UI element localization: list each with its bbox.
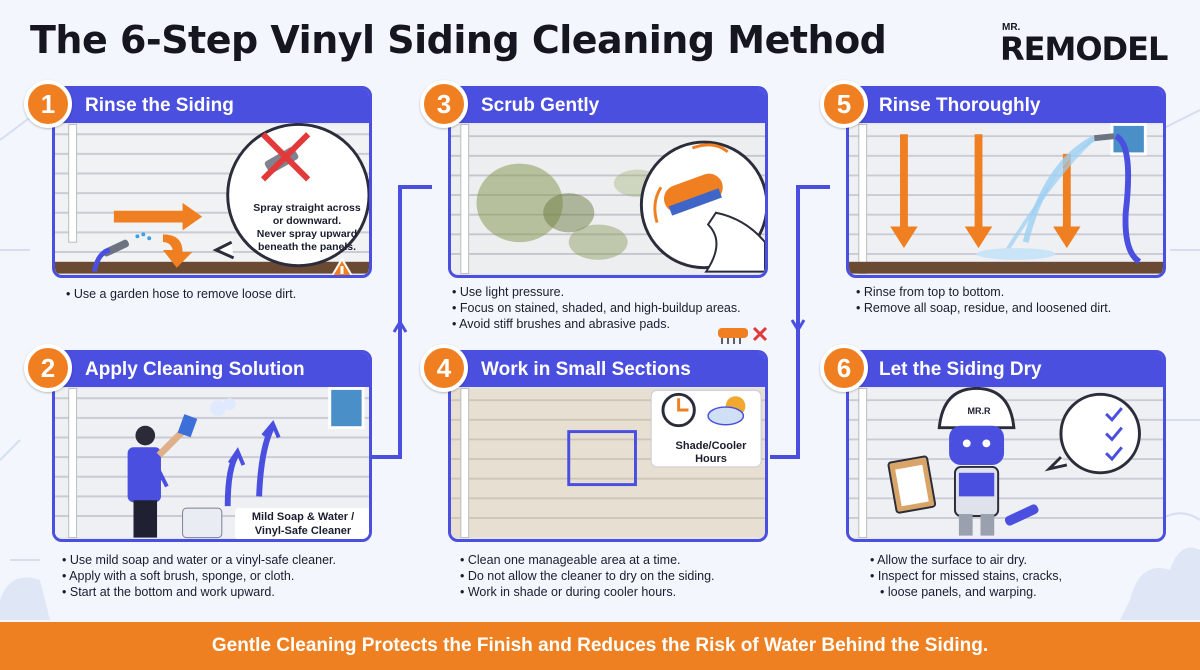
bullet-item: Apply with a soft brush, sponge, or clot… — [62, 568, 372, 584]
bullet-item: Avoid stiff brushes and abrasive pads. — [452, 316, 772, 332]
step-3-badge: 3 — [420, 80, 468, 128]
step-5-badge: 5 — [820, 80, 868, 128]
step-1-heading: Rinse the Siding — [55, 89, 369, 123]
bullet-item: Inspect for missed stains, cracks, — [870, 568, 1170, 584]
step-4-heading: Work in Small Sections — [451, 353, 765, 387]
bullet-item: Use a garden hose to remove loose dirt. — [66, 286, 366, 302]
bullet-item: Rinse from top to bottom. — [856, 284, 1166, 300]
step-2-solution-label: Mild Soap & Water / Vinyl-Safe Cleaner — [235, 508, 369, 539]
step-2-panel: Apply Cleaning Solution Mild Soap & Wate… — [52, 350, 372, 542]
step-1-panel: Rinse the Siding Spray straight across o… — [52, 86, 372, 278]
step-6-badge: 6 — [820, 344, 868, 392]
bullet-item: Use mild soap and water or a vinyl-safe … — [62, 552, 372, 568]
bullet-item: loose panels, and warping. — [870, 584, 1170, 600]
step-5-bullets: Rinse from top to bottom. Remove all soa… — [856, 284, 1166, 316]
bullet-item: Do not allow the cleaner to dry on the s… — [460, 568, 770, 584]
step-connector-left — [372, 185, 432, 459]
bullet-item: Allow the surface to air dry. — [870, 552, 1170, 568]
step-4-panel: Work in Small Sections Shade/Cooler Hour… — [448, 350, 768, 542]
bullet-item: Focus on stained, shaded, and high-build… — [452, 300, 772, 316]
step-3-bullets: Use light pressure. Focus on stained, sh… — [452, 284, 772, 332]
step-1-callout: Spray straight across or downward. Never… — [251, 202, 363, 254]
step-5-heading: Rinse Thoroughly — [849, 89, 1163, 123]
no-stiff-brush-icon — [718, 326, 768, 344]
footer-banner: Gentle Cleaning Protects the Finish and … — [0, 622, 1200, 670]
step-1-badge: 1 — [24, 80, 72, 128]
step-2-bullets: Use mild soap and water or a vinyl-safe … — [62, 552, 372, 600]
step-4-illustration — [451, 387, 765, 539]
bullet-item: Use light pressure. — [452, 284, 772, 300]
step-6-illustration — [849, 387, 1163, 539]
callout-line: Never spray upward — [256, 228, 358, 240]
step-6-heading: Let the Siding Dry — [849, 353, 1163, 387]
bullet-item: Start at the bottom and work upward. — [62, 584, 372, 600]
step-1-bullets: Use a garden hose to remove loose dirt. — [66, 286, 366, 302]
step-connector-right — [770, 185, 830, 459]
step-4-badge: 4 — [420, 344, 468, 392]
step-3-panel: Scrub Gently — [448, 86, 768, 278]
label-line: Vinyl-Safe Cleaner — [254, 525, 352, 537]
label-line: Shade/Cooler — [675, 440, 747, 452]
step-1-illustration — [55, 123, 369, 274]
step-5-illustration — [849, 123, 1163, 275]
label-line: Hours — [695, 453, 727, 465]
callout-line: or downward. — [272, 215, 342, 227]
step-2-heading: Apply Cleaning Solution — [55, 353, 369, 387]
page-title: The 6-Step Vinyl Siding Cleaning Method — [30, 18, 887, 62]
step-6-panel: Let the Siding Dry MR.R — [846, 350, 1166, 542]
step-4-shade-label: Shade/Cooler Hours — [655, 440, 765, 466]
step-3-illustration — [451, 123, 765, 275]
callout-line: Spray straight across — [253, 202, 361, 214]
step-6-bullets: Allow the surface to air dry. Inspect fo… — [870, 552, 1170, 600]
bullet-item: Remove all soap, residue, and loosened d… — [856, 300, 1166, 316]
label-line: Mild Soap & Water / — [251, 511, 355, 523]
helmet-label: MR.R — [967, 406, 991, 416]
bullet-item: Clean one manageable area at a time. — [460, 552, 770, 568]
step-5-panel: Rinse Thoroughly — [846, 86, 1166, 278]
warning-icon — [331, 257, 353, 275]
logo-wordmark: REMODEL — [1000, 30, 1168, 68]
callout-line: beneath the panels. — [257, 241, 357, 253]
bullet-item: Work in shade or during cooler hours. — [460, 584, 770, 600]
step-3-heading: Scrub Gently — [451, 89, 765, 123]
step-2-badge: 2 — [24, 344, 72, 392]
step-4-bullets: Clean one manageable area at a time. Do … — [460, 552, 770, 600]
logo-prefix: MR. — [1002, 22, 1021, 33]
